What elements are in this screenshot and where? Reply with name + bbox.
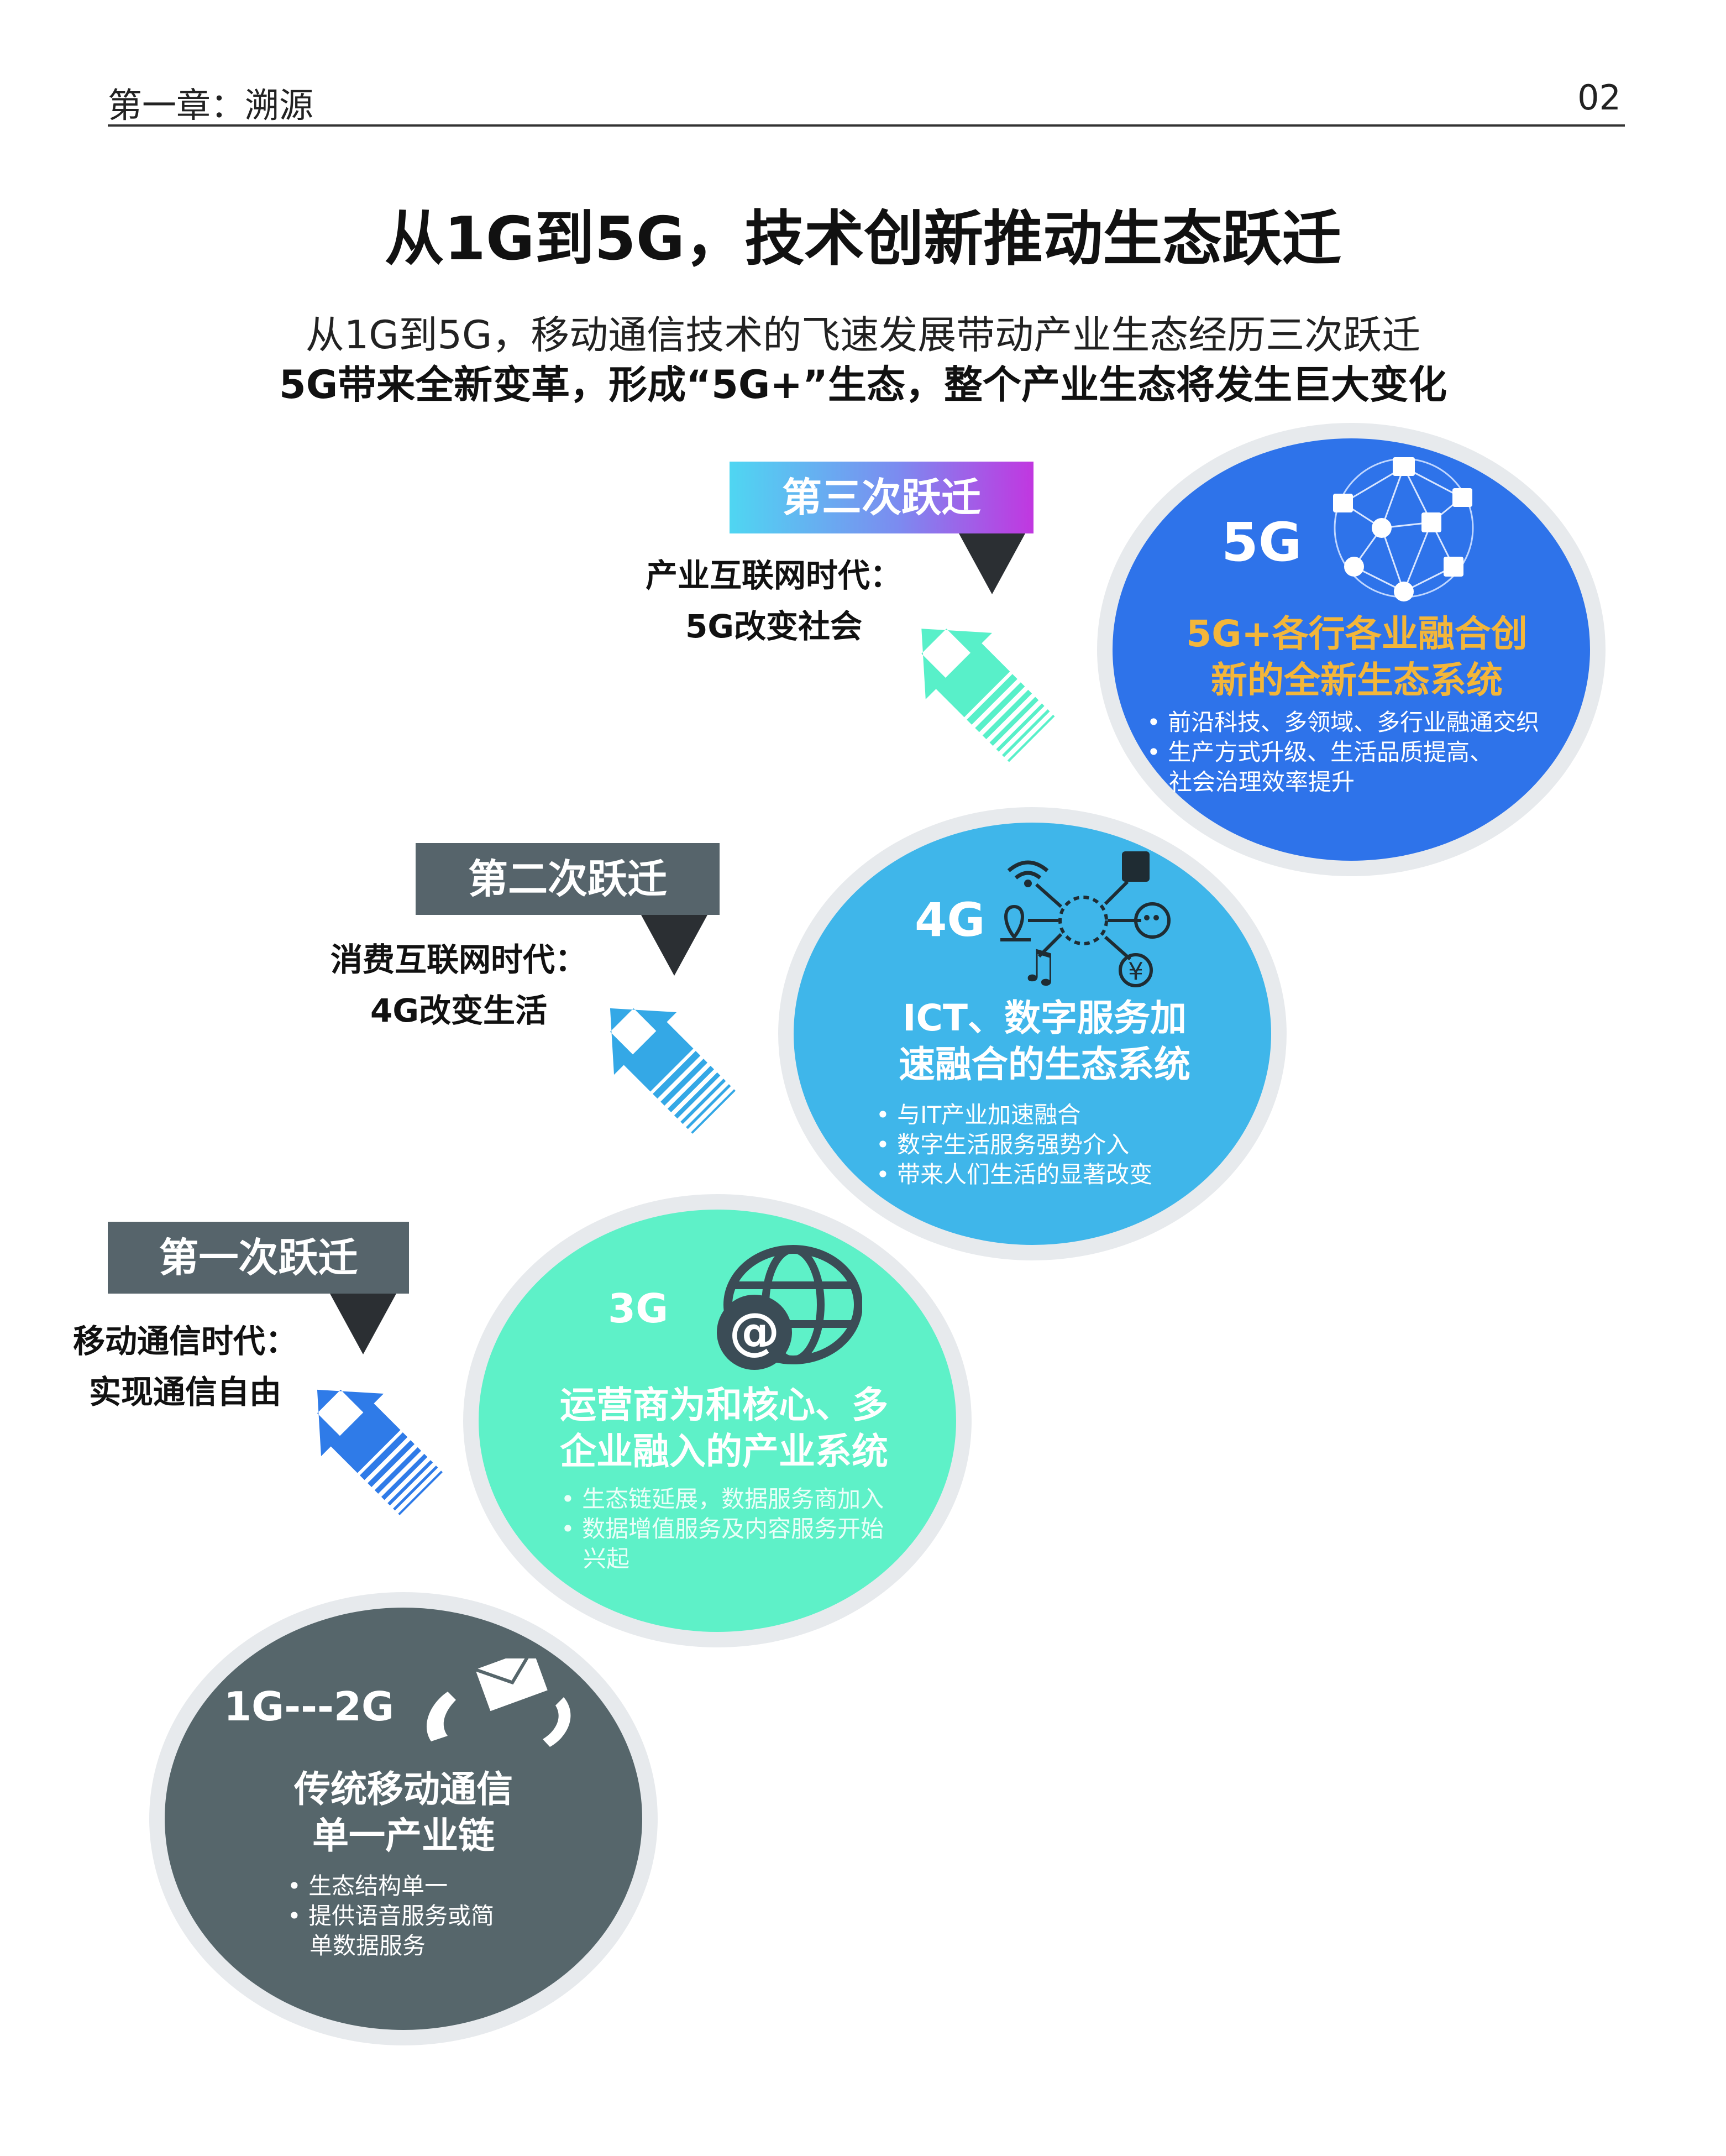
main-title: 从1G到5G，技术创新推动生态跃迁 [384,205,1342,274]
leap-1-banner: 第一次跃迁 [108,1222,409,1294]
list-item: • 生态链延展，数据服务商加入 [561,1485,884,1513]
svg-text:@: @ [729,1302,780,1361]
leap-3-era-line2: 5G改变社会 [685,608,862,645]
leap-2-era-line2: 4G改变生活 [370,992,547,1029]
leap-1-era-line2: 实现通信自由 [88,1373,281,1411]
list-item: 单数据服务 [287,1932,426,1959]
music-note-icon: ♫ [1020,940,1059,990]
stage-4g-generation: 4G [915,893,985,947]
list-item: • 前沿科技、多领域、多行业融通交织 [1147,709,1540,736]
arrow-leap-3 [921,629,1055,762]
stage-1g2g-generation: 1G---2G [224,1683,395,1730]
list-item: • 生产方式升级、生活品质提高、 [1147,739,1493,766]
list-item: • 带来人们生活的显著改变 [876,1161,1153,1188]
stage-5g-bullets: • 前沿科技、多领域、多行业融通交织 • 生产方式升级、生活品质提高、 社会治理… [1147,708,1578,797]
stage-4g-bullets: • 与IT产业加速融合 • 数字生活服务强势介入 • 带来人们生活的显著改变 [876,1100,1230,1190]
leap-2-era: 消费互联网时代： 4G改变生活 [315,934,602,1036]
page-number: 02 [1577,77,1621,118]
chat-bubble-icon [1134,902,1171,939]
list-item: 社会治理效率提升 [1147,768,1355,796]
chapter-title: 第一章：溯源 [108,85,314,125]
telephone-icon [1122,851,1150,882]
stage-3g-circle [479,1210,956,1632]
location-pin-icon [1000,904,1031,941]
leap-2-banner: 第二次跃迁 [416,843,720,915]
stage-3g-title: 运营商为和核心、多 企业融入的产业系统 [560,1384,888,1473]
leap-3-era: 产业互联网时代： 5G改变社会 [630,550,917,652]
stage-1g2g-bullets: • 生态结构单一 • 提供语音服务或简 单数据服务 [287,1871,575,1961]
payment-icon: ¥ [1119,953,1153,987]
leap-3-banner: 第三次跃迁 [730,462,1033,533]
leap-3-era-line1: 产业互联网时代： [645,557,902,594]
stage-3g-bullets: • 生态链延展，数据服务商加入 • 数据增值服务及内容服务开始 兴起 [561,1484,948,1574]
leap-1-pointer [330,1294,396,1354]
stage-1g2g-circle [165,1608,642,2030]
network-globe-icon [1321,451,1487,605]
list-item: • 提供语音服务或简 [287,1902,495,1929]
list-item: • 数据增值服务及内容服务开始 [561,1515,884,1542]
stage-5g-generation: 5G [1221,511,1302,573]
leap-1-era-line1: 移动通信时代： [72,1322,297,1360]
list-item: • 生态结构单一 [287,1872,448,1899]
list-item: • 与IT产业加速融合 [876,1101,1081,1128]
header-divider [108,124,1625,127]
wifi-icon [1007,860,1049,880]
subtitle-line-1: 从1G到5G，移动通信技术的飞速发展带动产业生态经历三次跃迁 [305,312,1421,358]
svg-text:¥: ¥ [1128,957,1143,986]
app-hub-icon: ♫ ¥ [989,846,1177,990]
stage-4g-circle [794,823,1271,1245]
leap-1-era: 移动通信时代： 实现通信自由 [55,1316,315,1417]
leap-2-pointer [641,915,707,976]
phone-handset-icon [415,1658,580,1752]
globe-at-icon: @ [702,1244,862,1371]
stage-3g-generation: 3G [608,1285,669,1332]
leap-3-pointer [959,533,1025,594]
leap-2-era-line1: 消费互联网时代： [330,941,587,978]
stage-5g-title: 5G+各行各业融合创 新的全新生态系统 [1186,613,1528,702]
arrow-leap-1 [317,1389,443,1515]
stage-1g2g-title: 传统移动通信 单一产业链 [294,1768,513,1857]
subtitle-line-2: 5G带来全新变革，形成“5G+”生态，整个产业生态将发生巨大变化 [279,362,1447,407]
stage-4g-title: ICT、数字服务加 速融合的生态系统 [899,997,1190,1086]
list-item: 兴起 [561,1545,630,1572]
list-item: • 数字生活服务强势介入 [876,1131,1130,1158]
arrow-leap-2 [610,1008,736,1134]
